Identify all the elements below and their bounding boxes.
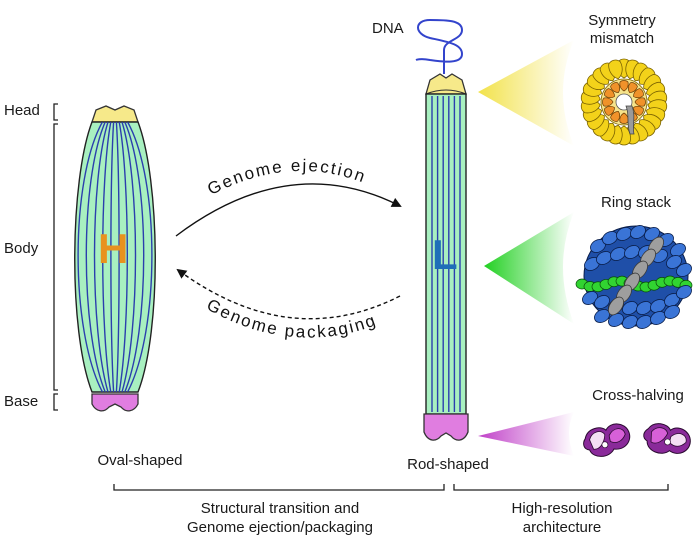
rod-body-lines [431,96,461,412]
base-label: Base [4,393,39,410]
head-label: Head [4,102,40,119]
ejection-label: Genome ejection [204,156,369,199]
rod-shaped-particle [415,18,469,441]
letter-h: H [98,225,129,272]
oval-head [91,105,139,123]
oval-base [91,393,139,412]
ring-subunit [608,59,623,80]
beam-yellow [478,40,574,146]
ejection-arrow [175,183,402,237]
cross-halving-right [643,423,691,454]
cross-halving-left [583,423,631,457]
bottom-right-bracket [453,484,669,491]
oval-body-line [110,122,115,392]
bottom-left-caption: Structural transition and Genome ejectio… [187,500,373,536]
beam-purple [478,412,574,456]
beam-green [484,212,574,324]
oval-body-line [77,122,104,392]
dna-label: DNA [372,20,404,37]
bottom-brackets [113,484,669,491]
oval-body-line [118,122,128,392]
transition-arrows: Genome ejection Genome packaging [175,156,402,342]
head-bracket [53,103,58,121]
detail-beams [478,40,574,456]
symmetry-mismatch-label: Symmetry mismatch [588,12,656,47]
cross-halving-icon [583,423,691,457]
rod-base [423,413,469,441]
oval-body-line [124,122,145,392]
oval-shaped-particle [74,105,156,412]
oval-shaped-label: Oval-shaped [97,452,183,469]
packaging-arrow [176,268,401,320]
oval-body-line [93,122,109,392]
oval-body-lines [77,122,153,392]
bottom-left-bracket [113,484,445,491]
rod-body-top [425,89,467,95]
letter-l: L [432,231,458,278]
body-label: Body [4,240,39,257]
symmetry-mismatch-ring-icon [580,58,668,146]
oval-body [74,121,156,393]
ring-stack-label: Ring stack [600,194,672,211]
body-bracket [53,123,58,391]
oval-body-line [85,122,106,392]
ring-stack-icon [575,225,693,329]
oval-body-line [115,122,120,392]
cross-halving-label: Cross-halving [592,387,684,404]
oval-body-line [121,122,137,392]
rod-head [425,73,467,95]
oval-body-line [126,122,153,392]
base-bracket [53,393,58,411]
oval-body-line [102,122,112,392]
rod-shaped-label: Rod-shaped [407,456,489,473]
left-brackets [53,103,58,411]
bottom-right-caption: High-resolution architecture [511,500,613,536]
dna-strand [415,18,464,74]
